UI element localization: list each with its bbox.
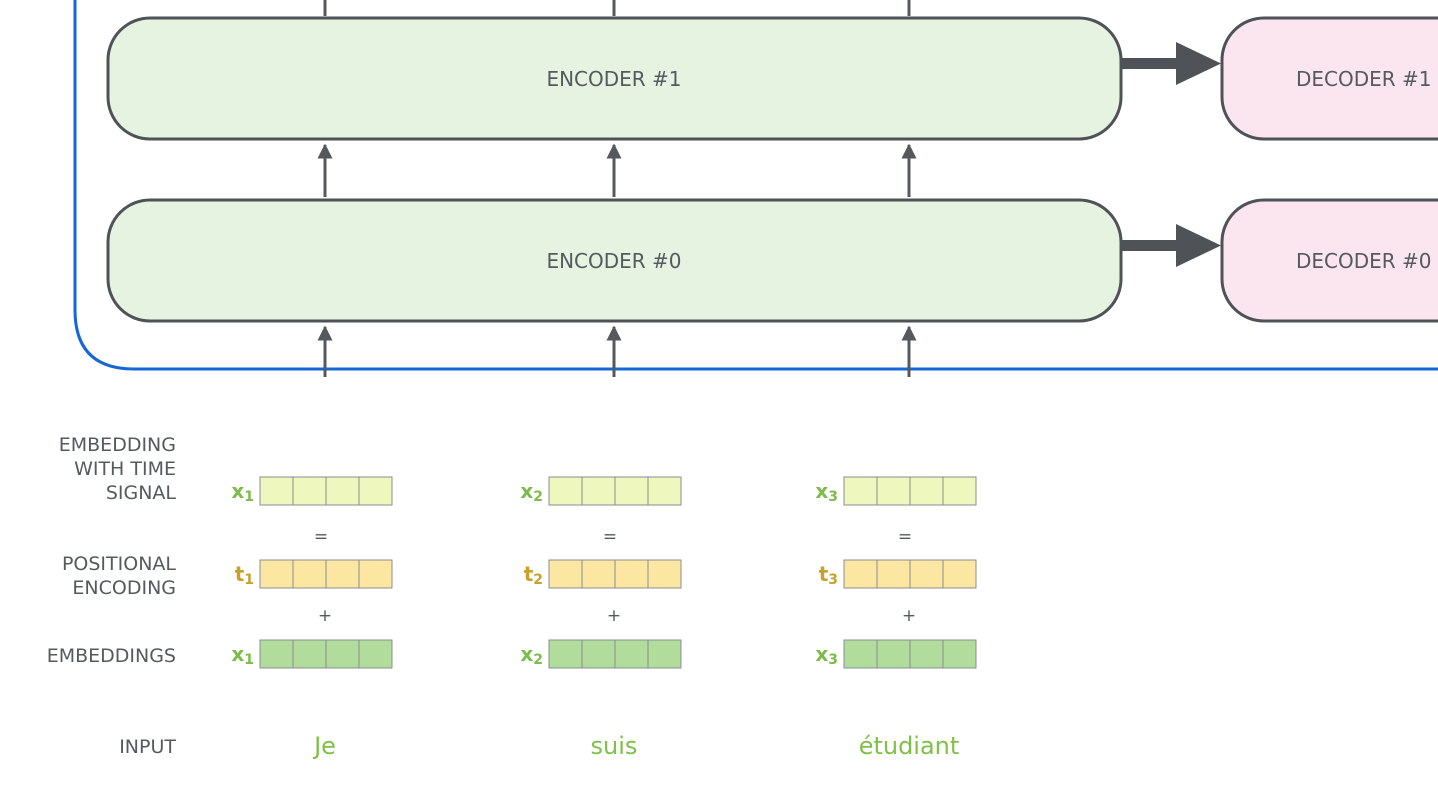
row-label-line: WITH TIME [74, 458, 176, 480]
decoder-1[interactable]: DECODER #1 [1220, 16, 1438, 141]
encoder-stack-outline [73, 0, 1438, 371]
input-word: suis [591, 732, 638, 760]
vector-cell [647, 559, 682, 589]
encoder-0[interactable]: ENCODER #0 [106, 198, 1123, 323]
input-arrows [317, 325, 917, 377]
vector-cell [614, 639, 649, 669]
x-variable-label: x3 [815, 642, 838, 668]
vector-cell [548, 476, 583, 506]
row-label-time-signal: EMBEDDING WITH TIME SIGNAL [59, 434, 177, 504]
vector-cell [942, 476, 977, 506]
vector-cell [647, 639, 682, 669]
input-word: étudiant [859, 732, 960, 760]
vector-cell [614, 476, 649, 506]
embedding-vector: x3 [815, 639, 977, 669]
row-label-line: POSITIONAL [62, 553, 176, 575]
vector-cell [843, 639, 878, 669]
x-variable-label: x3 [815, 479, 838, 505]
time-signal-vector: x3 [815, 476, 977, 506]
positional-encoding-vector: t2 [524, 559, 682, 589]
row-label-line: EMBEDDINGS [47, 645, 176, 667]
vector-cell [292, 476, 327, 506]
embedding-vector: x2 [520, 639, 682, 669]
x-variable-label: x2 [520, 642, 543, 668]
vector-cell [358, 559, 393, 589]
vector-cell [358, 639, 393, 669]
vector-cell [259, 559, 294, 589]
vector-cell [876, 476, 911, 506]
vector-cell [325, 639, 360, 669]
positional-encoding-vector: t3 [819, 559, 977, 589]
input-word: Je [312, 732, 336, 760]
plus-sign: + [318, 606, 332, 626]
equals-sign: = [898, 527, 912, 547]
vector-cell [581, 639, 616, 669]
plus-sign: + [902, 606, 916, 626]
vector-cell [325, 476, 360, 506]
equals-sign: = [314, 527, 328, 547]
vector-cell [581, 559, 616, 589]
time-signal-vector: x1 [231, 476, 393, 506]
x-variable-label: x1 [231, 479, 254, 505]
top-arrows [323, 0, 911, 16]
encoder-1-label: ENCODER #1 [546, 67, 681, 91]
vector-cell [358, 476, 393, 506]
vector-cell [292, 639, 327, 669]
row-label-input: INPUT [119, 736, 176, 758]
vector-cell [909, 639, 944, 669]
t-variable-label: t2 [524, 562, 543, 588]
vector-cell [843, 559, 878, 589]
vector-cell [942, 559, 977, 589]
decoder-1-label: DECODER #1 [1296, 67, 1432, 91]
row-label-line: EMBEDDING [59, 434, 176, 456]
vector-cell [548, 559, 583, 589]
vector-cell [259, 639, 294, 669]
token-columns: x1 t1 x1 = + Je x2 t2 x2 = + suis x3 t3 x3 = + étudiant [231, 476, 977, 760]
encoder-decoder-arrow-1 [1121, 42, 1221, 85]
vector-cell [647, 476, 682, 506]
vector-cell [292, 559, 327, 589]
row-label-embeddings: EMBEDDINGS [47, 645, 176, 667]
vector-cell [909, 476, 944, 506]
vector-cell [259, 476, 294, 506]
decoder-0-label: DECODER #0 [1296, 249, 1432, 273]
vector-cell [325, 559, 360, 589]
row-label-positional: POSITIONAL ENCODING [62, 553, 176, 599]
x-variable-label: x1 [231, 642, 254, 668]
t-variable-label: t1 [235, 562, 254, 588]
embedding-vector: x1 [231, 639, 393, 669]
encoder-decoder-arrow-0 [1121, 224, 1221, 267]
row-label-line: SIGNAL [106, 482, 177, 504]
row-label-line: INPUT [119, 736, 176, 758]
vector-cell [614, 559, 649, 589]
token-column: x1 t1 x1 = + Je [231, 476, 393, 760]
equals-sign: = [603, 527, 617, 547]
vector-cell [876, 559, 911, 589]
vector-cell [581, 476, 616, 506]
positional-encoding-vector: t1 [235, 559, 393, 589]
vector-cell [942, 639, 977, 669]
token-column: x2 t2 x2 = + suis [520, 476, 682, 760]
inter-encoder-arrows [317, 143, 917, 197]
time-signal-vector: x2 [520, 476, 682, 506]
t-variable-label: t3 [819, 562, 838, 588]
decoder-0[interactable]: DECODER #0 [1220, 198, 1438, 323]
vector-cell [548, 639, 583, 669]
vector-cell [843, 476, 878, 506]
vector-cell [909, 559, 944, 589]
row-label-line: ENCODING [72, 577, 176, 599]
x-variable-label: x2 [520, 479, 543, 505]
vector-cell [876, 639, 911, 669]
plus-sign: + [607, 606, 621, 626]
encoder-0-label: ENCODER #0 [546, 249, 681, 273]
encoder-1[interactable]: ENCODER #1 [106, 16, 1123, 141]
token-column: x3 t3 x3 = + étudiant [815, 476, 977, 760]
